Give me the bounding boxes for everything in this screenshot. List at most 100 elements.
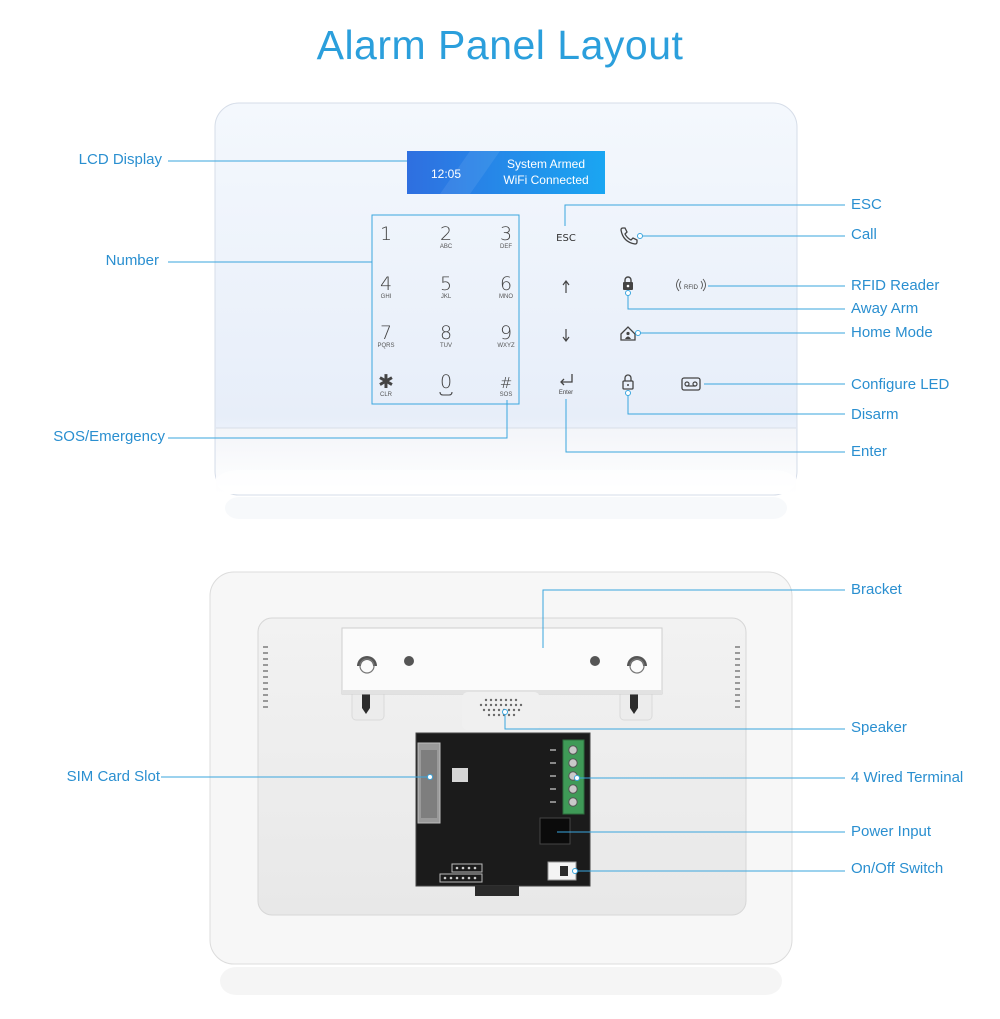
- down-arrow-key[interactable]: [562, 329, 570, 342]
- label-disarm: Disarm: [851, 406, 899, 423]
- leader-bracket: [542, 589, 845, 648]
- leader-speaker: [504, 712, 845, 730]
- rfid-reader: RFID: [676, 278, 706, 292]
- right-hook: [630, 694, 638, 714]
- keypad-key-letters: DEF: [500, 244, 512, 250]
- left-vent-slots: [263, 646, 268, 708]
- phone-icon: [620, 227, 638, 245]
- label-power-input: Power Input: [851, 823, 932, 840]
- call-key[interactable]: [620, 227, 638, 245]
- leader-endpoints: [427, 233, 643, 874]
- keypad-key-digit: 9: [500, 322, 512, 344]
- rfid-wave-icon: [676, 278, 706, 292]
- label-away-arm: Away Arm: [851, 300, 919, 317]
- leader-enter: [565, 399, 845, 453]
- speaker-grille: [462, 692, 540, 730]
- keypad-key-letters: GHI: [381, 294, 392, 300]
- keypad-key-digit: 7: [380, 322, 392, 344]
- label-sos-emergency: SOS/Emergency: [53, 428, 165, 445]
- label-bracket: Bracket: [851, 581, 902, 598]
- label-rfid-reader: RFID Reader: [851, 277, 940, 294]
- page-title: Alarm Panel Layout: [316, 22, 684, 68]
- keypad-key-digit: 6: [500, 273, 512, 295]
- label-lcd-display: LCD Display: [78, 151, 162, 168]
- keypad-key-letters: ABC: [440, 244, 453, 250]
- leader-sos: [168, 400, 508, 439]
- leader-disarm: [627, 393, 845, 415]
- label-4-wired-terminal: 4 Wired Terminal: [851, 769, 964, 786]
- label-esc: ESC: [851, 196, 882, 213]
- label-sim-card-slot: SIM Card Slot: [66, 768, 160, 785]
- away-arm-key[interactable]: [623, 276, 633, 290]
- home-mode-key[interactable]: [620, 326, 636, 341]
- esc-key[interactable]: ESC: [556, 233, 576, 244]
- number-keypad-outline: [371, 214, 520, 405]
- enter-arrow-icon: [560, 374, 573, 386]
- back-panel-reflection: [220, 967, 782, 995]
- back-panel: [209, 571, 793, 995]
- left-hook: [362, 694, 370, 714]
- keypad-key-digit: 3: [500, 223, 512, 245]
- circuit-board: [415, 732, 591, 896]
- up-arrow-key[interactable]: [562, 280, 570, 293]
- leader-esc: [564, 204, 845, 226]
- keypad-key-letters: SOS: [500, 392, 513, 398]
- label-enter: Enter: [851, 443, 887, 460]
- keypad-key-digit: 8: [440, 322, 452, 344]
- front-panel-body: [214, 102, 798, 496]
- power-input-jack: [539, 817, 571, 845]
- leader-lines: [161, 160, 845, 872]
- lcd-line1: System Armed: [507, 157, 585, 171]
- rfid-label: RFID: [684, 285, 699, 291]
- keypad-key-letters: PQRS: [377, 343, 394, 349]
- front-panel-reflection: [225, 497, 787, 519]
- keypad-key-digit: 1: [380, 223, 392, 245]
- leader-away: [627, 293, 845, 310]
- enter-key-label: Enter: [559, 390, 573, 396]
- keypad-key-digit: 0: [440, 371, 452, 393]
- keypad-key-letters: TUV: [440, 343, 452, 349]
- space-underline-icon: [439, 391, 453, 396]
- keypad-key-letters: MNO: [499, 294, 513, 300]
- label-call: Call: [851, 226, 877, 243]
- keypad-key[interactable]: ✱CLR: [378, 371, 394, 398]
- label-home-mode: Home Mode: [851, 324, 933, 341]
- label-configure-led: Configure LED: [851, 376, 950, 393]
- keypad-key-digit: 4: [380, 273, 392, 295]
- disarm-key[interactable]: [622, 374, 634, 390]
- mounting-bracket: [341, 627, 663, 695]
- tape-icon: [681, 377, 701, 391]
- keypad-key-letters: WXYZ: [497, 343, 515, 349]
- keypad-key[interactable]: 0: [439, 371, 453, 396]
- keypad-key-digit: #: [500, 374, 513, 392]
- keypad-key-digit: 2: [440, 223, 452, 245]
- lock-open-icon: [622, 374, 634, 390]
- enter-key[interactable]: Enter: [559, 374, 573, 396]
- keypad-key-digit: 5: [440, 273, 452, 295]
- label-number: Number: [105, 252, 159, 269]
- keypad-key-digit: ✱: [378, 371, 394, 393]
- lcd-time: 12:05: [431, 167, 461, 181]
- label-speaker: Speaker: [851, 719, 907, 736]
- configure-led-key[interactable]: [681, 377, 701, 391]
- label-onoff-switch: On/Off Switch: [851, 860, 944, 877]
- keypad-key[interactable]: #SOS: [500, 374, 513, 398]
- lcd-line2: WiFi Connected: [503, 173, 588, 187]
- lcd-screen: 12:05 System Armed WiFi Connected: [407, 151, 605, 194]
- keypad-key-letters: JKL: [441, 294, 452, 300]
- lock-closed-icon: [623, 276, 633, 290]
- home-icon: [620, 326, 636, 341]
- keypad-key[interactable]: 1: [380, 223, 392, 245]
- keypad-key-letters: CLR: [380, 392, 393, 398]
